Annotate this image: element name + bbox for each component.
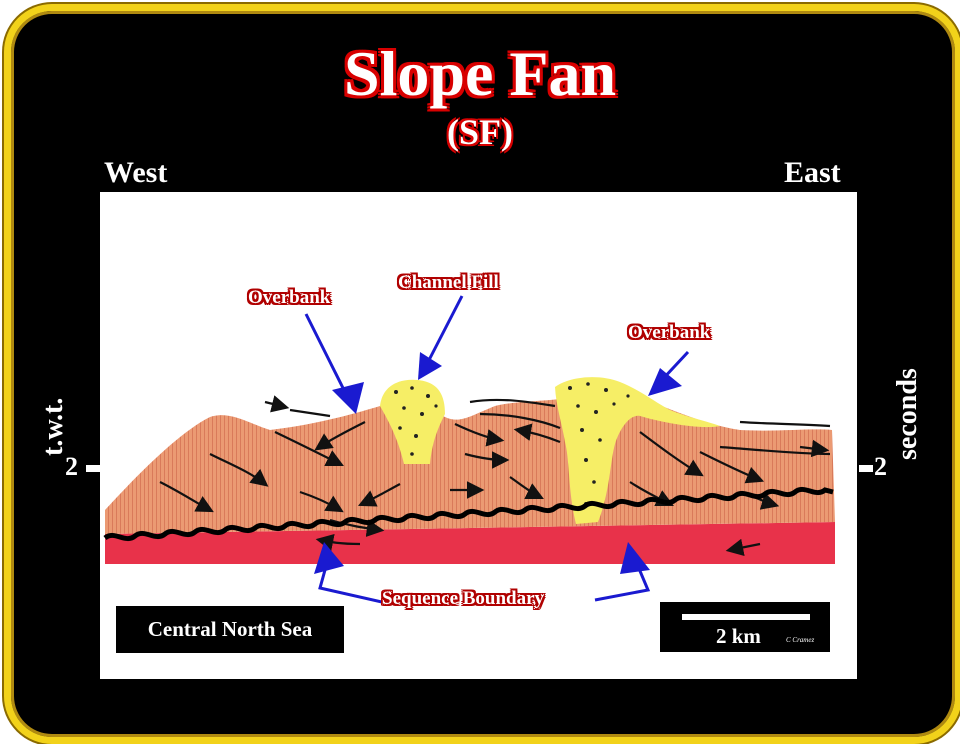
scale-box: 2 km C Cramez (660, 602, 830, 652)
right-tick-mark (859, 465, 873, 472)
scale-bar (682, 614, 810, 620)
left-tick-label: 2 (65, 452, 78, 481)
right-tick-label: 2 (874, 452, 887, 481)
channel-fill-west (380, 379, 445, 464)
slope-fan-cross-section (103, 295, 835, 604)
scale-label: 2 km (716, 624, 761, 648)
diagram-panel: Overbank Channel Fill Overbank Sequence … (100, 192, 857, 679)
location-box: Central North Sea (116, 606, 344, 653)
underlying-unit (105, 522, 835, 564)
east-label: East (784, 156, 841, 189)
left-tick-mark (86, 465, 100, 472)
sequence-boundary-label: Sequence Boundary (382, 588, 545, 609)
seconds-axis-label: seconds (892, 368, 923, 460)
overbank-east-label: Overbank (628, 322, 711, 343)
page-subtitle: (SF) (447, 112, 513, 152)
west-label: West (104, 156, 168, 189)
credit-text: C Cramez (786, 636, 815, 644)
twt-axis-label: t.w.t. (38, 397, 69, 456)
sequence-boundary-line (103, 486, 834, 542)
page-title: Slope Fan (343, 38, 617, 109)
overbank-west-label: Overbank (248, 287, 331, 308)
channel-fill-label: Channel Fill (398, 272, 499, 293)
